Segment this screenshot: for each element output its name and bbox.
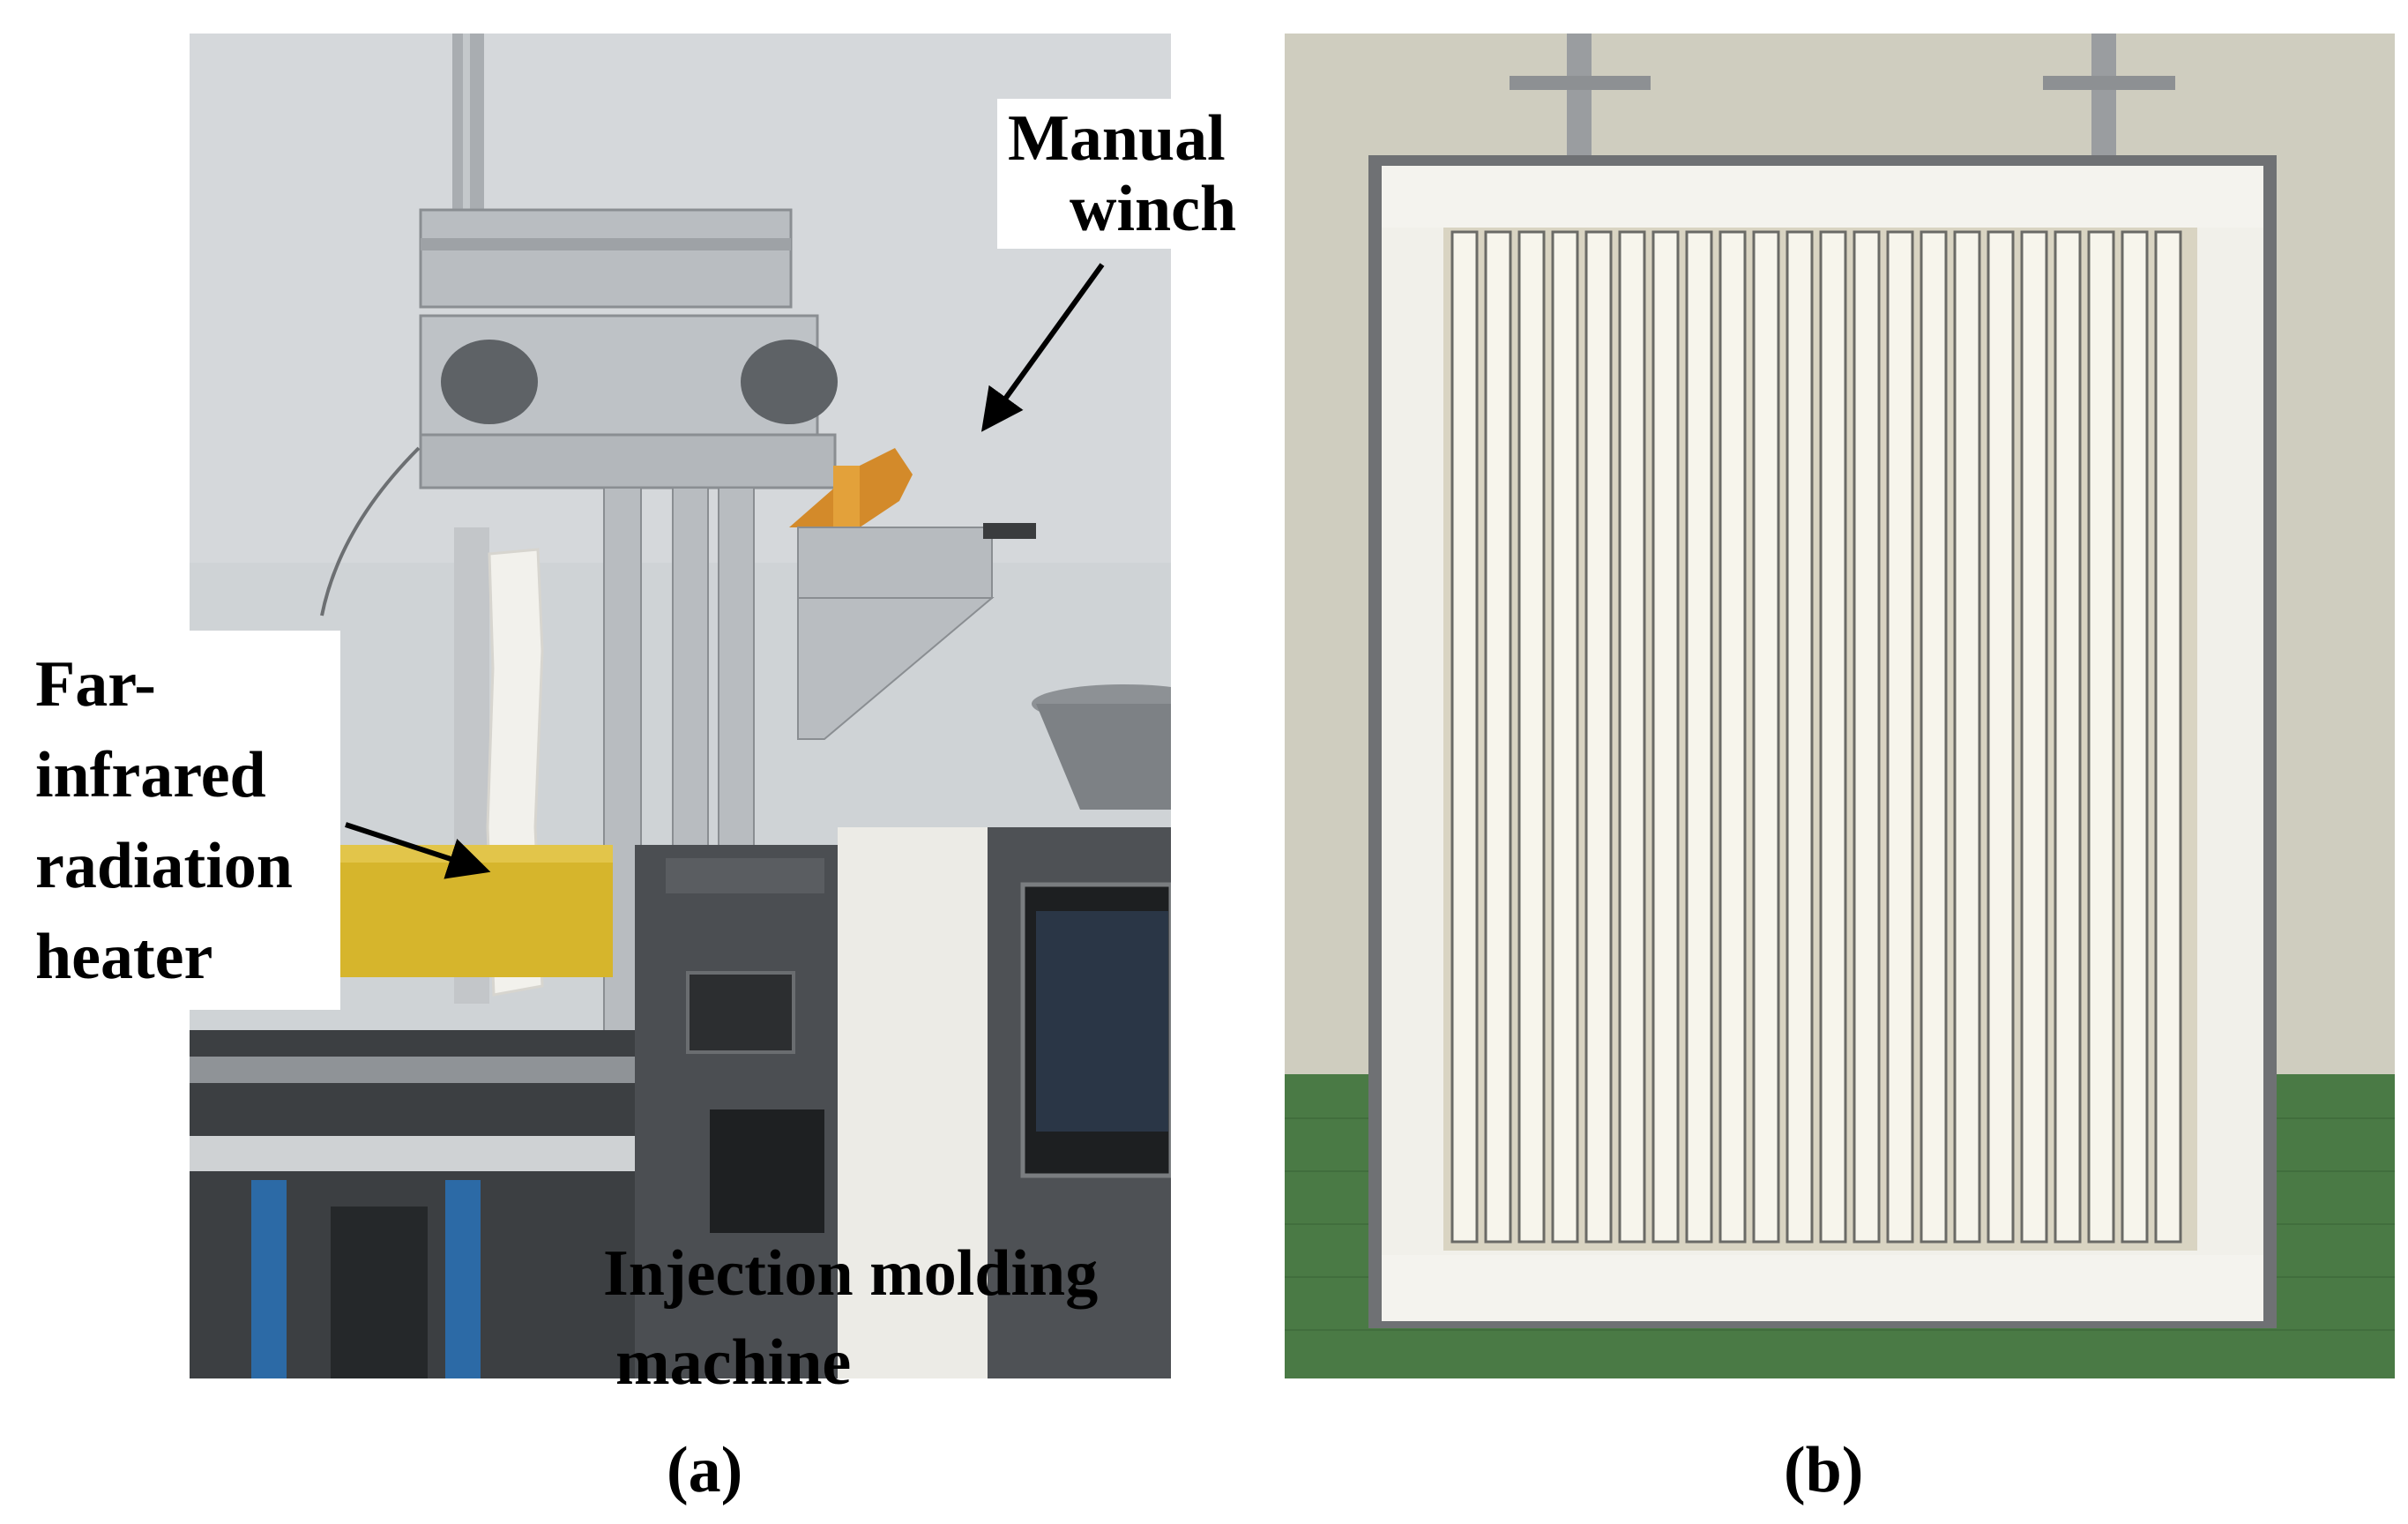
injection-machine-line-2: machine — [615, 1326, 852, 1399]
manual-winch-line-1: Manual — [1008, 102, 1226, 175]
manual-winch-label: Manual winch — [997, 99, 1249, 249]
caption-b: (b) — [1784, 1434, 1864, 1506]
heater-label: Far- infrared radiation heater — [23, 631, 340, 1010]
heater-panel-photo — [1285, 34, 2395, 1378]
heater-line-1: Far- — [35, 648, 156, 721]
injection-machine-line-1: Injection molding — [603, 1237, 1099, 1310]
heater-line-2: infrared — [35, 738, 266, 811]
heater-line-4: heater — [35, 920, 213, 993]
caption-a: (a) — [667, 1434, 743, 1506]
manual-winch-line-2: winch — [1070, 172, 1237, 245]
injection-machine-label: Injection molding machine — [600, 1226, 1105, 1407]
heater-elements — [1450, 230, 2182, 1244]
photo-panel-b — [1285, 34, 2395, 1378]
heater-line-3: radiation — [35, 829, 293, 902]
